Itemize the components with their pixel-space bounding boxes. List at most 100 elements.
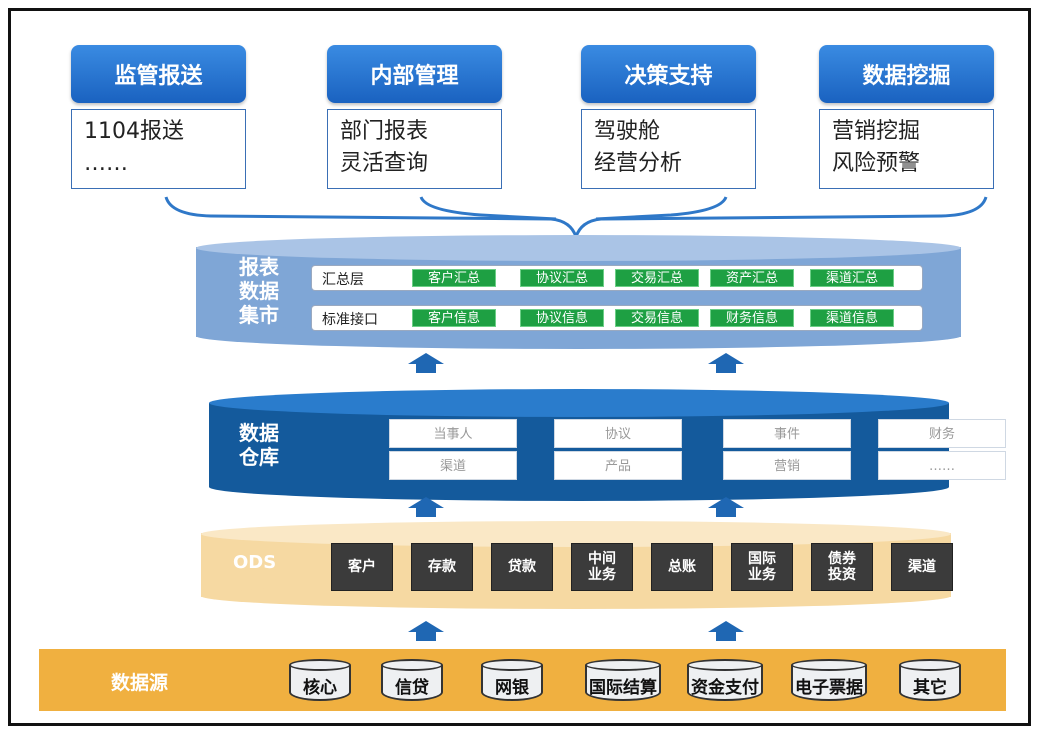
app-detail-line: 营销挖掘 xyxy=(832,119,921,144)
app-detail-box: 营销挖掘风险预警 xyxy=(819,109,994,189)
ods-item: 债券投资 xyxy=(811,543,873,591)
dw-label-line: 仓库 xyxy=(239,445,279,469)
database-cylinder-icon: 核心 xyxy=(289,659,351,703)
mart-tag: 交易汇总 xyxy=(615,269,699,287)
dw-cell: 财务 xyxy=(878,419,1006,448)
ods-item-text: 贷款 xyxy=(508,559,536,575)
cylinder-body xyxy=(585,665,661,701)
ods-item-line: 国际 xyxy=(748,551,776,567)
cylinder-top xyxy=(481,659,543,671)
database-cylinder-icon: 国际结算 xyxy=(585,659,661,703)
data-source-item: 其它 xyxy=(913,678,947,698)
ods-item-text: 渠道 xyxy=(908,559,936,575)
ods-item-line: 总账 xyxy=(668,559,696,575)
mart-tag: 客户汇总 xyxy=(412,269,496,287)
app-title: 监管报送 xyxy=(71,45,246,103)
ods-item: 总账 xyxy=(651,543,713,591)
ods-item-text: 债券投资 xyxy=(828,551,856,583)
app-detail-line: …… xyxy=(84,151,128,176)
ods-item: 渠道 xyxy=(891,543,953,591)
dw-cell: 协议 xyxy=(554,419,682,448)
dw-cell: 事件 xyxy=(723,419,851,448)
ods-item-line: 债券 xyxy=(828,551,856,567)
data-warehouse-label: 数据 仓库 xyxy=(239,421,279,469)
cylinder-top xyxy=(381,659,443,671)
mart-row: 汇总层 客户汇总 协议汇总交易汇总资产汇总渠道汇总 xyxy=(311,265,923,291)
dw-cell: 渠道 xyxy=(389,451,517,480)
ods-item-line: 业务 xyxy=(588,567,616,583)
architecture-diagram: 监管报送 1104报送 …… 内部管理部门报表灵活查询 决策支持驾驶舱经营分析 数据挖掘营… xyxy=(8,8,1031,726)
dw-cell: …… xyxy=(878,451,1006,480)
cylinder-body xyxy=(899,665,961,701)
ods-item-line: 中间 xyxy=(588,551,616,567)
ods-item-text: 国际业务 xyxy=(748,551,776,583)
ods-item-line: 存款 xyxy=(428,559,456,575)
mart-tag: 渠道信息 xyxy=(810,309,894,327)
ods-item-text: 客户 xyxy=(348,559,376,575)
cylinder-body xyxy=(289,665,351,701)
app-detail-line: 灵活查询 xyxy=(340,151,429,176)
mart-tag: 协议汇总 xyxy=(520,269,604,287)
ods-item-text: 总账 xyxy=(668,559,696,575)
app-detail-line: 1104报送 xyxy=(84,119,184,144)
cylinder-body xyxy=(791,665,867,701)
ods-item: 贷款 xyxy=(491,543,553,591)
mart-tag: 渠道汇总 xyxy=(810,269,894,287)
app-title: 数据挖掘 xyxy=(819,45,994,103)
brace-connector-icon xyxy=(164,196,988,243)
dw-cell: 当事人 xyxy=(389,419,517,448)
ods-item-text: 中间业务 xyxy=(588,551,616,583)
mart-tag: 财务信息 xyxy=(710,309,794,327)
ods-item-line: 投资 xyxy=(828,567,856,583)
app-detail-line: 风险预警 xyxy=(832,151,921,176)
ods-item: 存款 xyxy=(411,543,473,591)
cylinder-top xyxy=(289,659,351,671)
ods-item-line: 业务 xyxy=(748,567,776,583)
app-title: 内部管理 xyxy=(327,45,502,103)
mart-row-name: 汇总层 xyxy=(322,272,364,288)
data-source-label: 数据源 xyxy=(111,672,169,694)
app-detail-line: 部门报表 xyxy=(340,119,429,144)
ods-item-line: 渠道 xyxy=(908,559,936,575)
mart-label-line: 集市 xyxy=(239,303,279,327)
app-detail-line: 经营分析 xyxy=(594,151,683,176)
ods-item: 国际业务 xyxy=(731,543,793,591)
cylinder-top xyxy=(899,659,961,671)
data-source-item: 电子票据 xyxy=(795,678,863,698)
dw-label-line: 数据 xyxy=(239,421,279,445)
data-source-item: 国际结算 xyxy=(589,678,657,698)
cylinder-top xyxy=(791,659,867,671)
app-detail-line: 驾驶舱 xyxy=(594,119,661,144)
mart-tag: 协议信息 xyxy=(520,309,604,327)
database-cylinder-icon: 信贷 xyxy=(381,659,443,703)
cylinder-body xyxy=(481,665,543,701)
mart-label-line: 报表 xyxy=(239,255,279,279)
database-cylinder-icon: 其它 xyxy=(899,659,961,703)
app-title: 决策支持 xyxy=(581,45,756,103)
app-detail-box: 驾驶舱经营分析 xyxy=(581,109,756,189)
data-source-item: 网银 xyxy=(495,678,529,698)
database-cylinder-icon: 电子票据 xyxy=(791,659,867,703)
data-source-item: 核心 xyxy=(303,678,337,698)
dw-cell: 营销 xyxy=(723,451,851,480)
mart-tag: 交易信息 xyxy=(615,309,699,327)
ods-label: ODS xyxy=(233,552,277,573)
data-source-item: 信贷 xyxy=(395,678,429,698)
data-source-item: 资金支付 xyxy=(691,678,759,698)
app-detail-box: 1104报送 …… xyxy=(71,109,246,189)
mart-row: 标准接口 客户信息 协议信息交易信息财务信息渠道信息 xyxy=(311,305,923,331)
ods-item: 中间业务 xyxy=(571,543,633,591)
mart-label-line: 数据 xyxy=(239,279,279,303)
database-cylinder-icon: 资金支付 xyxy=(687,659,763,703)
mart-tag: 资产汇总 xyxy=(710,269,794,287)
cylinder-top xyxy=(687,659,763,671)
ods-item: 客户 xyxy=(331,543,393,591)
ods-item-text: 存款 xyxy=(428,559,456,575)
mart-row-name: 标准接口 xyxy=(322,312,378,328)
report-mart-label: 报表 数据 集市 xyxy=(239,255,279,327)
mart-tag: 客户信息 xyxy=(412,309,496,327)
cylinder-top xyxy=(585,659,661,671)
cylinder-body xyxy=(381,665,443,701)
dw-cell: 产品 xyxy=(554,451,682,480)
ods-item-line: 贷款 xyxy=(508,559,536,575)
